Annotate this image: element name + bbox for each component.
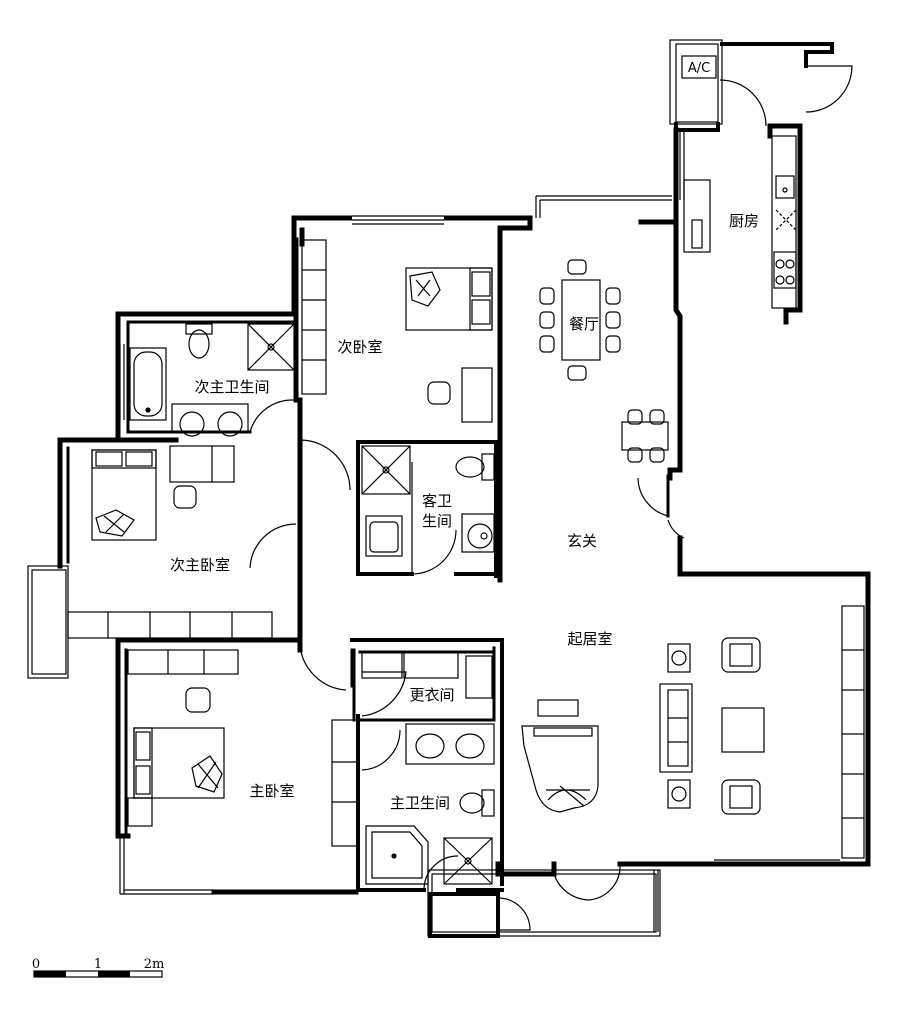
- second-master-bedroom-furniture: [67, 445, 273, 639]
- room-label-master-bedroom: 主卧室: [249, 782, 294, 800]
- kitchen-fixtures: [683, 135, 797, 309]
- room-label-guest-bath-line1: 客卫: [422, 492, 452, 510]
- room-label-entrance: 玄关: [567, 532, 597, 550]
- scale-tick-1: 1: [94, 957, 102, 972]
- room-label-master-bath: 主卫生间: [390, 794, 450, 812]
- walls: [57, 42, 871, 938]
- room-label-second-master-bath: 次主卫生间: [194, 378, 269, 396]
- doors: [249, 65, 853, 931]
- master-bedroom-furniture: [127, 649, 359, 847]
- ac-unit-label: A/C: [688, 61, 710, 76]
- living-room-furniture: [521, 605, 865, 859]
- room-label-second-bedroom: 次卧室: [337, 338, 382, 356]
- scale-tick-2: 2m: [144, 957, 165, 972]
- second-master-bath-fixtures: [129, 323, 295, 437]
- room-label-guest-bath-line2: 生间: [422, 512, 452, 530]
- room-label-kitchen: 厨房: [729, 212, 759, 230]
- dining-table: [539, 259, 669, 463]
- scale-bar: 0 1 2m: [32, 957, 165, 978]
- room-label-living-room: 起居室: [567, 630, 612, 648]
- room-label-dressing-room: 更衣间: [409, 686, 454, 704]
- room-label-dining: 餐厅: [569, 315, 599, 333]
- second-bedroom-furniture: [301, 239, 493, 423]
- windows-and-thin-walls: [27, 39, 840, 937]
- master-bath-fixtures: [361, 651, 495, 885]
- room-label-second-master-bedroom: 次主卧室: [170, 556, 230, 574]
- guest-bath-fixtures: [361, 445, 495, 557]
- scale-tick-0: 0: [32, 957, 40, 972]
